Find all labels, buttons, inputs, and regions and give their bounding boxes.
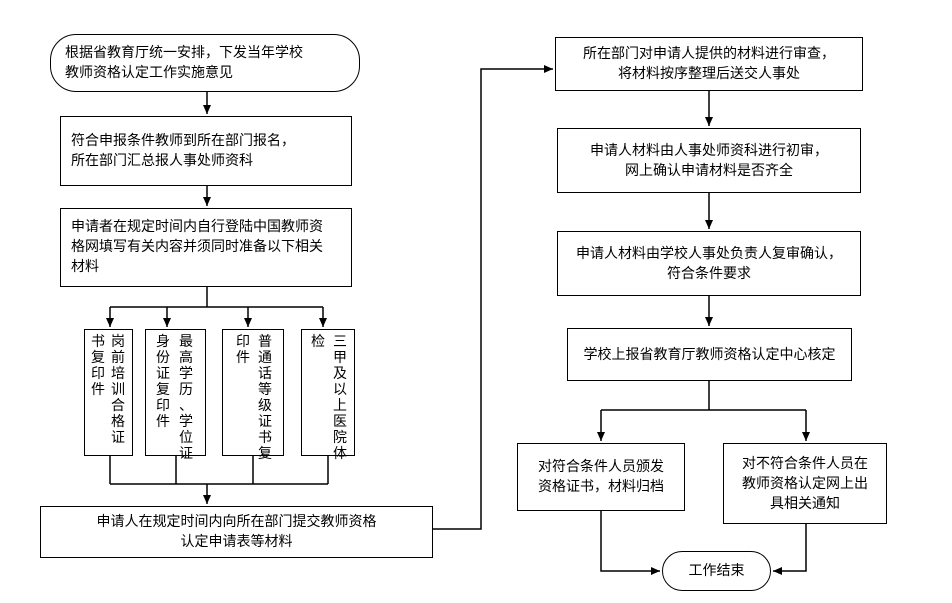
- material-4-col1: 检: [311, 334, 325, 350]
- review-line-2: 将材料按序整理后送交人事处: [618, 66, 800, 82]
- unqualified-line-2: 教师资格认定网上出: [742, 475, 868, 492]
- online-line-2: 格网填写有关内容并须同时准备以下相关: [71, 239, 323, 255]
- start-line-2: 教师资格认定工作实施意见: [65, 65, 233, 81]
- qualified-line-2: 资格证书，材料归档: [538, 479, 664, 495]
- online-step: 申请者在规定时间内自行登陆中国教师资 格网填写有关内容并须同时准备以下相关 材料: [60, 208, 352, 287]
- report-text: 学校上报省教育厅教师资格认定中心核定: [583, 346, 836, 363]
- material-3-col2: 普 通 话 等 级 证 书 复: [258, 334, 272, 462]
- initial-review-step: 申请人材料由人事处师资科进行初审， 网上确认申请材料是否齐全: [557, 128, 861, 193]
- material-id-degree: 身 份 证 复 印 件 最 高 学 历 、 学 位 证: [145, 329, 206, 462]
- register-line-1: 符合申报条件教师到所在部门报名，: [71, 133, 295, 149]
- register-step: 符合申报条件教师到所在部门报名， 所在部门汇总报人事处师资科: [60, 116, 352, 186]
- material-3-col1: 印 件: [236, 334, 250, 366]
- recheck-line-1: 申请人材料由学校人事处负责人复审确认，: [576, 245, 842, 262]
- material-mandarin-cert: 印 件 普 通 话 等 级 证 书 复: [222, 329, 284, 462]
- review-step: 所在部门对申请人提供的材料进行审查， 将材料按序整理后送交人事处: [555, 37, 863, 91]
- start-node: 根据省教育厅统一安排，下发当年学校 教师资格认定工作实施意见: [50, 34, 360, 92]
- recheck-step: 申请人材料由学校人事处负责人复审确认， 符合条件要求: [557, 231, 861, 296]
- material-1-col1: 书 复 印 件: [91, 334, 105, 398]
- arrow-yes-to-end: [600, 511, 660, 575]
- online-line-3: 材料: [71, 259, 99, 275]
- arrow-no-to-end: [773, 524, 807, 575]
- submit-step: 申请人在规定时间内向所在部门提交教师资格 认定申请表等材料: [40, 506, 433, 558]
- material-2-col1: 身 份 证 复 印 件: [156, 334, 170, 430]
- material-medical-exam: 检 三 甲 及 以 上 医 院 体: [301, 329, 355, 462]
- initial-line-1: 申请人材料由人事处师资科进行初审，: [590, 142, 828, 159]
- unqualified-line-1: 对不符合条件人员在: [742, 455, 868, 472]
- branch-qualified: 对符合条件人员颁发 资格证书，材料归档: [517, 443, 685, 511]
- start-line-1: 根据省教育厅统一安排，下发当年学校: [65, 45, 303, 61]
- material-4-col2: 三 甲 及 以 上 医 院 体: [333, 334, 347, 462]
- material-1-col2: 岗 前 培 训 合 格 证: [111, 334, 125, 446]
- recheck-line-2: 符合条件要求: [667, 265, 751, 282]
- unqualified-line-3: 具相关通知: [770, 495, 840, 512]
- branch-unqualified: 对不符合条件人员在 教师资格认定网上出 具相关通知: [723, 443, 887, 524]
- initial-line-2: 网上确认申请材料是否齐全: [625, 162, 793, 179]
- end-node: 工作结束: [662, 551, 771, 591]
- online-line-1: 申请者在规定时间内自行登陆中国教师资: [71, 219, 323, 235]
- register-line-2: 所在部门汇总报人事处师资科: [71, 153, 253, 169]
- qualified-line-1: 对符合条件人员颁发: [538, 459, 664, 475]
- submit-line-2: 认定申请表等材料: [180, 534, 293, 550]
- end-text: 工作结束: [688, 563, 745, 579]
- submit-line-1: 申请人在规定时间内向所在部门提交教师资格: [96, 514, 377, 530]
- material-training-cert: 书 复 印 件 岗 前 培 训 合 格 证: [84, 329, 133, 456]
- review-line-1: 所在部门对申请人提供的材料进行审查，: [583, 46, 835, 62]
- arrow-submit-to-review: [433, 65, 553, 530]
- material-2-col2: 最 高 学 历 、 学 位 证: [179, 334, 193, 462]
- report-step: 学校上报省教育厅教师资格认定中心核定: [567, 328, 852, 381]
